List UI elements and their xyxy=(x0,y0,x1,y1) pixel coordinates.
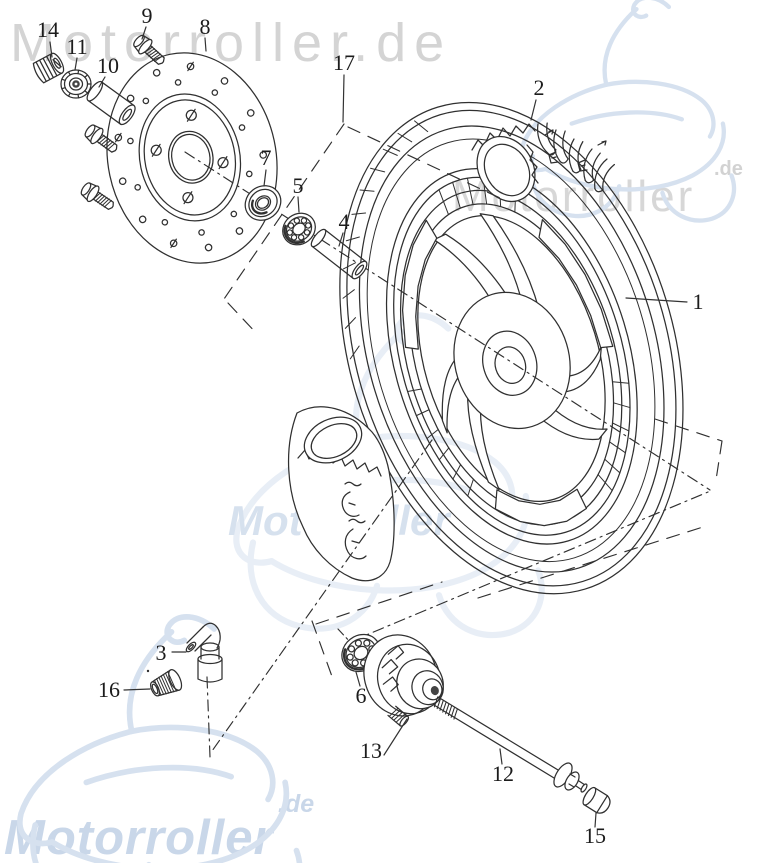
leader-line-7 xyxy=(263,169,267,187)
axle-nut-drawing xyxy=(32,52,65,84)
tire-section-top xyxy=(471,122,616,203)
leader-line-17 xyxy=(342,74,345,123)
cable-stub xyxy=(387,705,410,727)
line-drawing xyxy=(32,26,723,828)
bearing-drawing xyxy=(244,185,282,221)
axle-drawing xyxy=(433,696,588,793)
bolt-drawing xyxy=(84,124,118,153)
rim-ribs xyxy=(407,177,631,497)
scooter-icon xyxy=(519,0,737,223)
leader-line-1 xyxy=(625,297,688,303)
brake-disc-drawing xyxy=(106,52,278,264)
leader-line-5 xyxy=(297,196,300,213)
dot xyxy=(146,669,150,673)
washer-teeth xyxy=(61,69,92,99)
leader-line-15 xyxy=(594,812,597,828)
bolt-drawing xyxy=(80,182,114,210)
knurling xyxy=(35,56,58,82)
tire-valve-drawing xyxy=(185,622,223,683)
leader-line-12 xyxy=(499,748,503,765)
leader-line-16 xyxy=(123,688,151,691)
leader-line-4 xyxy=(338,232,344,247)
callout-leader-lines xyxy=(49,26,688,828)
bolt-drawing xyxy=(133,34,165,65)
leader-line-9 xyxy=(141,26,147,40)
disc-holes xyxy=(114,61,268,252)
tread-grooves xyxy=(537,122,616,193)
leader-line-13 xyxy=(383,718,408,756)
valve-cap-drawing xyxy=(149,669,183,697)
leader-line-2 xyxy=(530,99,537,121)
construction-lines xyxy=(206,123,723,758)
hub-dome xyxy=(453,291,571,430)
bearing-drawing xyxy=(282,212,316,246)
leader-line-10 xyxy=(98,76,106,88)
cap-nut-drawing xyxy=(582,786,611,814)
front-wheel-drawing xyxy=(339,101,684,595)
speedo-hub-drawing xyxy=(363,634,444,727)
knurling xyxy=(153,670,177,696)
leader-line-14 xyxy=(49,41,53,58)
rim-slots xyxy=(401,219,614,527)
tab-washer-drawing xyxy=(60,69,92,99)
leader-line-11 xyxy=(74,57,78,71)
scooter-icon xyxy=(17,614,303,863)
disc-bolts xyxy=(80,34,165,210)
tread-slashes xyxy=(342,120,429,360)
tire-section-bottom xyxy=(287,406,395,582)
axle-sleeve-drawing xyxy=(310,228,368,280)
leader-line-8 xyxy=(204,37,207,52)
leader-line-6 xyxy=(355,671,361,687)
